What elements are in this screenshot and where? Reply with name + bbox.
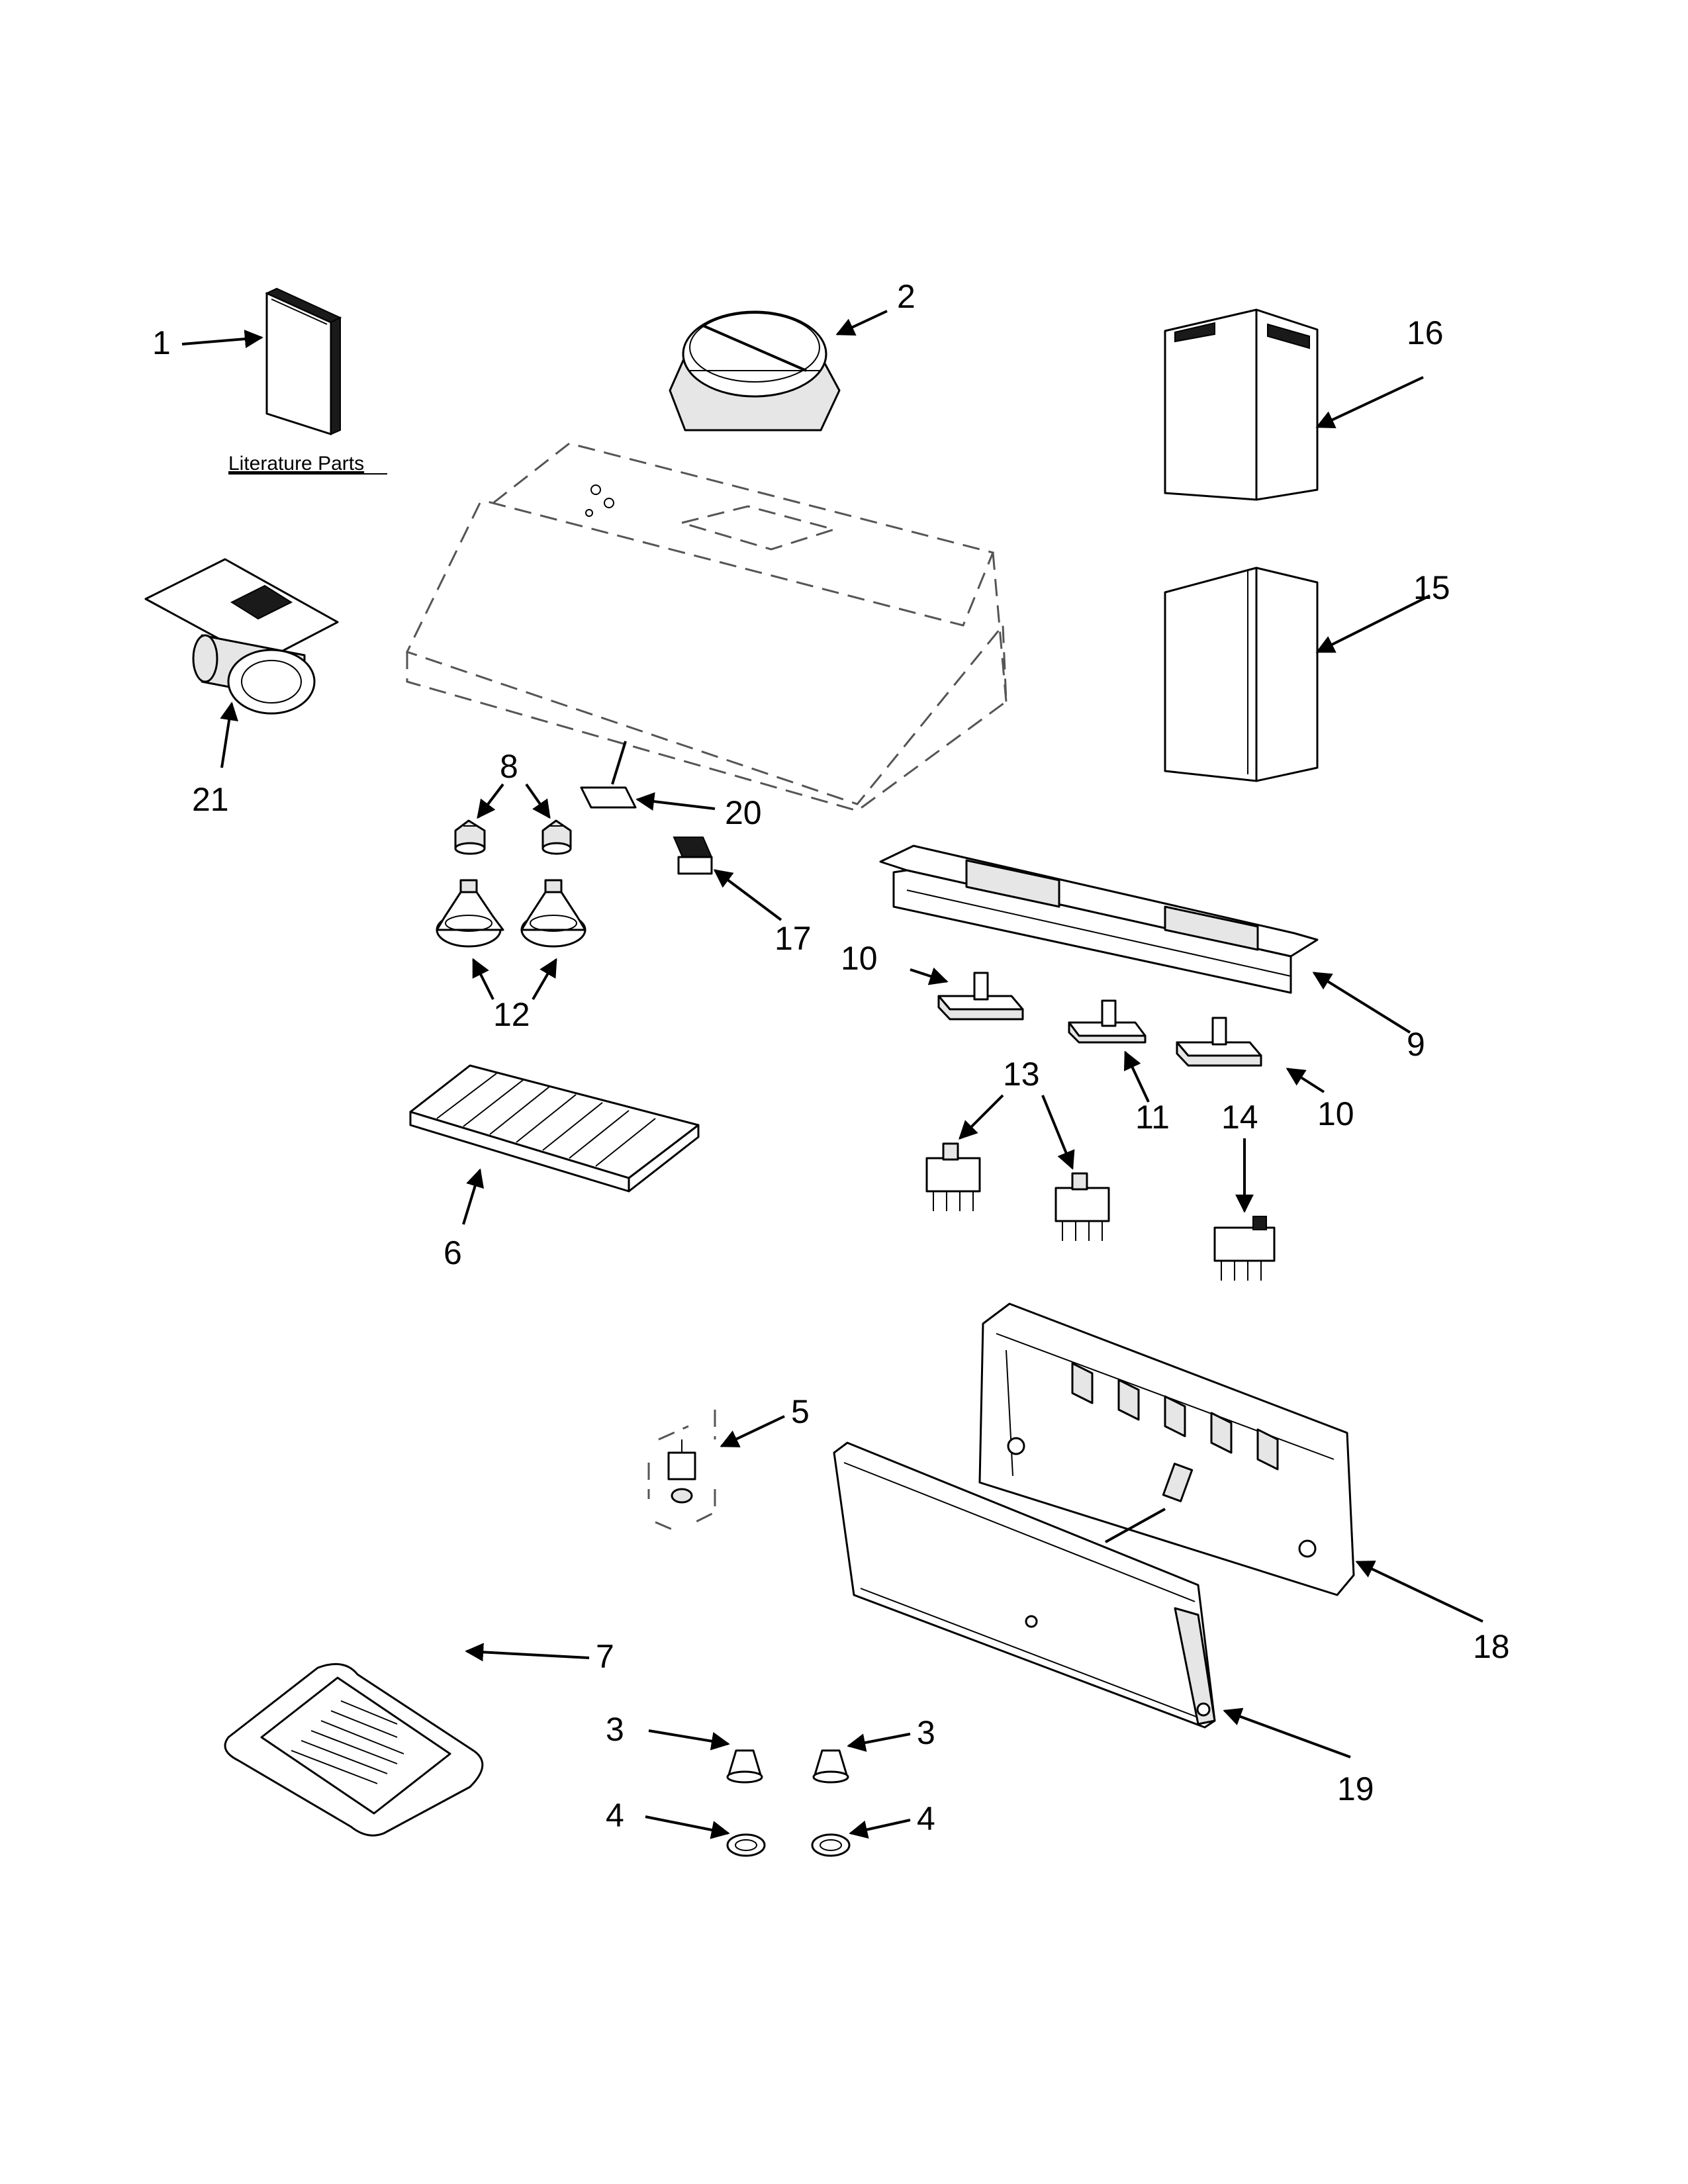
part-3-bulb-right[interactable] — [812, 1749, 849, 1784]
part-9-control-bracket[interactable] — [879, 844, 1319, 994]
callout-12: 12 — [493, 996, 530, 1033]
leader-arrows — [181, 310, 1483, 1839]
callout-4-right: 4 — [917, 1800, 935, 1837]
callout-10-left: 10 — [841, 940, 878, 977]
callout-19: 19 — [1337, 1770, 1374, 1807]
part-10-button-right[interactable] — [1176, 1017, 1262, 1067]
callout-21: 21 — [192, 781, 229, 818]
part-6-grease-filter[interactable] — [409, 1064, 700, 1193]
callout-16: 16 — [1407, 314, 1444, 351]
part-12-light-socket-right[interactable] — [520, 879, 586, 948]
callout-17: 17 — [774, 920, 812, 957]
callout-4-left: 4 — [606, 1797, 624, 1834]
part-5-terminal-block[interactable] — [647, 1410, 716, 1533]
part-10-button-left[interactable] — [937, 972, 1024, 1021]
callout-8: 8 — [500, 748, 518, 785]
callout-3-left: 3 — [606, 1711, 624, 1748]
callout-7: 7 — [596, 1638, 614, 1675]
callout-9: 9 — [1407, 1026, 1425, 1063]
part-13-switch-right[interactable] — [1055, 1172, 1110, 1241]
callout-20: 20 — [725, 794, 762, 831]
callout-6: 6 — [444, 1234, 462, 1271]
callout-3-right: 3 — [917, 1714, 935, 1751]
callout-11: 11 — [1135, 1099, 1170, 1136]
part-13-switch-left[interactable] — [925, 1142, 981, 1211]
part-8-knob-left[interactable] — [454, 819, 486, 855]
callout-10-right: 10 — [1317, 1095, 1354, 1132]
part-16-upper-chimney[interactable] — [1164, 308, 1319, 501]
part-4-lens-left[interactable] — [726, 1833, 766, 1857]
part-14-switch[interactable] — [1213, 1216, 1276, 1281]
part-1-literature-booklet[interactable] — [265, 287, 342, 435]
callout-15: 15 — [1413, 569, 1450, 606]
part-2-blower-damper[interactable] — [669, 310, 841, 432]
part-4-lens-right[interactable] — [811, 1833, 851, 1857]
literature-parts-caption: Literature Parts — [228, 453, 364, 475]
callout-1: 1 — [152, 324, 171, 361]
part-3-bulb-left[interactable] — [726, 1749, 763, 1784]
callout-14: 14 — [1221, 1099, 1258, 1136]
part-11-button-center[interactable] — [1068, 999, 1147, 1044]
callout-2: 2 — [897, 278, 915, 315]
part-21-blower-motor[interactable] — [144, 558, 339, 715]
range-hood-body — [405, 442, 1008, 812]
part-19-control-panel[interactable] — [833, 1441, 1216, 1729]
part-17-rocker-switch[interactable] — [673, 837, 713, 875]
part-7-instruction-bag[interactable] — [224, 1662, 484, 1837]
callout-13: 13 — [1003, 1056, 1040, 1093]
part-8-knob-right[interactable] — [541, 819, 572, 855]
part-15-lower-chimney[interactable] — [1164, 567, 1319, 782]
callout-18: 18 — [1473, 1628, 1510, 1665]
part-20-lens[interactable] — [580, 741, 637, 809]
part-12-light-socket-left[interactable] — [436, 879, 504, 948]
part-18-control-housing[interactable] — [978, 1302, 1355, 1596]
callout-5: 5 — [791, 1393, 810, 1430]
